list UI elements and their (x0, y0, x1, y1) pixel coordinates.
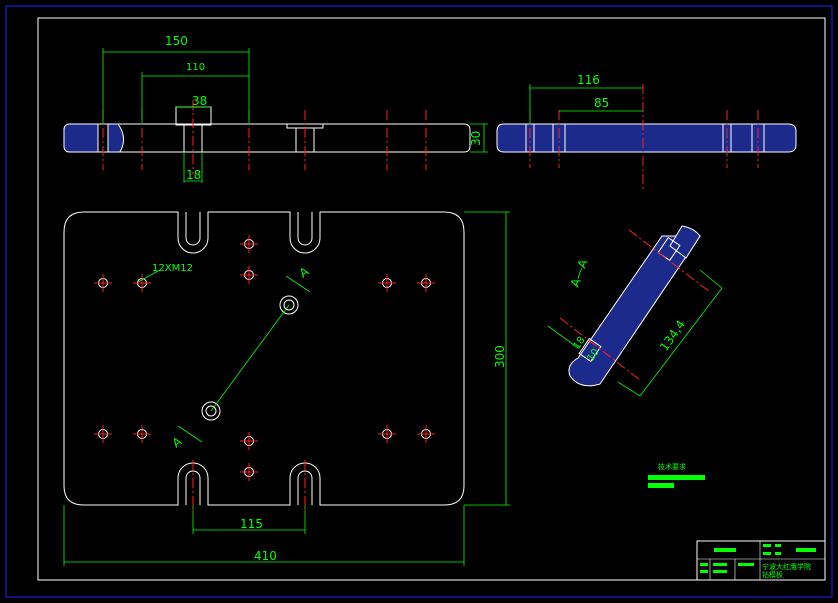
dim-116: 116 (577, 73, 600, 87)
title-block-drawing-name: 钻模板 (762, 570, 783, 579)
tech-notes-title: 技术要求 (658, 462, 686, 471)
dim-18: 18 (186, 168, 201, 182)
dim-150: 150 (165, 34, 188, 48)
dim-115: 115 (240, 517, 263, 531)
title-block-school: 宁波大红鹰学院 (762, 562, 811, 571)
dim-85: 85 (594, 96, 609, 110)
outer-frame (5, 5, 833, 598)
dim-410: 410 (254, 549, 277, 563)
hole-note: 12XM12 (152, 263, 193, 274)
title-block (696, 540, 826, 581)
dim-110: 110 (186, 62, 205, 73)
dim-300: 300 (493, 345, 507, 368)
dim-30: 30 (469, 131, 483, 146)
section-title: A—A (568, 257, 591, 289)
dim-38: 38 (192, 94, 207, 108)
section-mark-bottom: A (170, 434, 185, 451)
dim-134-4: 134,4 (657, 318, 688, 354)
section-mark-top: A (297, 264, 312, 281)
side-view-right (496, 84, 797, 192)
section-view-aa (547, 225, 723, 397)
inner-frame (37, 17, 826, 581)
plan-view (63, 211, 510, 566)
side-view-left (63, 48, 488, 183)
tech-notes (648, 475, 705, 488)
